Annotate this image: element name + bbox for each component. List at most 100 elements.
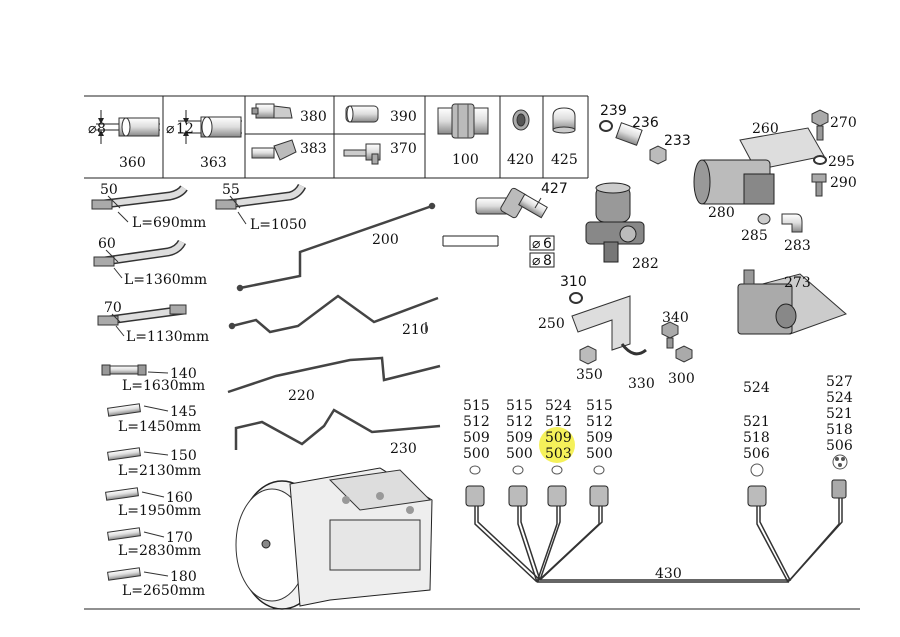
pipe-180[interactable]: 180 L=2650mm bbox=[107, 567, 206, 599]
part-282-label: 282 bbox=[632, 256, 659, 272]
o-ring-icons bbox=[469, 454, 848, 477]
sensor-1-part-3: 509 bbox=[463, 430, 490, 446]
line-210[interactable]: 210 bbox=[228, 294, 439, 338]
sensor-6-part-2: 524 bbox=[826, 390, 853, 406]
line-230-label: 230 bbox=[390, 441, 417, 457]
wiring-harness-430[interactable]: 430 bbox=[474, 498, 843, 583]
hose-50[interactable]: 50 L=690mm bbox=[91, 182, 206, 231]
pipe-140[interactable]: 140 L=1630mm bbox=[101, 364, 205, 394]
sensor-2-part-2: 512 bbox=[506, 414, 533, 430]
sensor-1-part-2: 512 bbox=[463, 414, 490, 430]
hose-70[interactable]: 70 L=1130mm bbox=[97, 300, 209, 345]
option-6-label: ⌀ bbox=[532, 236, 541, 252]
sensor-column-3: 524 512 509 503 bbox=[545, 398, 572, 462]
harness-430-label: 430 bbox=[655, 566, 682, 582]
part-383-label: 383 bbox=[300, 141, 327, 157]
pipe-150-num: 150 bbox=[170, 448, 197, 464]
sensor-2-part-1: 515 bbox=[506, 398, 533, 414]
sensor-6-part-1: 527 bbox=[826, 374, 853, 390]
part-270-label: 270 bbox=[830, 115, 857, 131]
line-200[interactable]: 200 bbox=[236, 202, 436, 292]
sensor-column-1: 515 512 509 500 bbox=[463, 398, 490, 462]
bracket-250[interactable]: 250 bbox=[538, 295, 631, 351]
pipe-145[interactable]: 145 L=1450mm bbox=[107, 403, 202, 435]
nut-350[interactable]: 350 bbox=[576, 345, 603, 383]
pipe-150[interactable]: 150 L=2130mm bbox=[107, 447, 202, 479]
sensor-3-part-2: 512 bbox=[545, 414, 572, 430]
sensor-3-part-1: 524 bbox=[545, 398, 572, 414]
sensor-4-part-4: 500 bbox=[586, 446, 613, 462]
pipe-180-length: L=2650mm bbox=[122, 583, 205, 599]
pipe-170[interactable]: 170 L=2830mm bbox=[107, 527, 202, 559]
sensor-3-part-3: 509 bbox=[545, 430, 572, 446]
part-300-label: 300 bbox=[668, 371, 695, 387]
cylinder-assembly-280[interactable]: 280 bbox=[693, 127, 825, 221]
tube-12mm[interactable]: ⌀ 12 363 bbox=[166, 110, 242, 171]
union-100[interactable]: 100 bbox=[437, 103, 489, 168]
line-230[interactable]: 230 bbox=[234, 408, 441, 457]
bolt-290[interactable]: 290 bbox=[811, 173, 857, 197]
control-unit-273[interactable]: 273 bbox=[737, 269, 847, 335]
parts-grid bbox=[84, 95, 589, 179]
tube-8mm[interactable]: ⌀ 8 360 bbox=[88, 110, 160, 171]
pipe-160-num: 160 bbox=[166, 490, 193, 506]
option-8-value: 8 bbox=[543, 253, 552, 269]
solenoid-valve-282[interactable]: 282 bbox=[585, 182, 659, 272]
line-220[interactable]: 220 bbox=[227, 356, 441, 404]
washer-239[interactable]: 239 bbox=[599, 103, 627, 132]
sensor-5-part-4: 506 bbox=[743, 446, 770, 462]
hose-55[interactable]: 55 L=1050 bbox=[215, 182, 307, 233]
part-236-label: 236 bbox=[632, 115, 659, 131]
fitting-236[interactable]: 236 bbox=[615, 115, 659, 146]
clamp-330[interactable]: 330 bbox=[620, 343, 655, 392]
hose-60[interactable]: 60 L=1360mm bbox=[93, 236, 207, 288]
sensor-3-part-4-highlighted: 503 bbox=[545, 446, 572, 462]
sensor-5-part-3: 518 bbox=[743, 430, 770, 446]
part-285-label: 285 bbox=[741, 228, 768, 244]
part-233-label: 233 bbox=[664, 133, 691, 149]
washer-295[interactable]: 295 bbox=[813, 154, 855, 170]
sensor-2-part-4: 500 bbox=[506, 446, 533, 462]
fitting-370[interactable]: 370 bbox=[343, 141, 417, 165]
part-100-label: 100 bbox=[452, 152, 479, 168]
fitting-383[interactable]: 383 bbox=[251, 139, 327, 161]
washer-310[interactable]: 310 bbox=[560, 274, 587, 304]
part-390-label: 390 bbox=[390, 109, 417, 125]
fitting-390[interactable]: 390 bbox=[345, 105, 417, 125]
pipe-160[interactable]: 160 L=1950mm bbox=[105, 487, 202, 519]
elbow-fitting-427[interactable]: 427 ⌀ 6 ⌀ 8 bbox=[442, 181, 568, 269]
pipe-145-length: L=1450mm bbox=[118, 419, 201, 435]
part-350-label: 350 bbox=[576, 367, 603, 383]
nut-233[interactable]: 233 bbox=[649, 133, 691, 165]
part-330-label: 330 bbox=[628, 376, 655, 392]
part-250-label: 250 bbox=[538, 316, 565, 332]
sensor-6-part-3: 521 bbox=[826, 406, 853, 422]
sensor-4-part-2: 512 bbox=[586, 414, 613, 430]
seal-420[interactable]: 420 bbox=[507, 109, 534, 168]
sensor-6-part-5: 506 bbox=[826, 438, 853, 454]
diameter-12-value: 12 bbox=[176, 121, 194, 137]
diameter-8-label: ⌀ bbox=[88, 121, 96, 137]
part-360-label: 360 bbox=[119, 155, 146, 171]
sensor-5-part-2: 521 bbox=[743, 414, 770, 430]
pipe-180-num: 180 bbox=[170, 569, 197, 585]
bolt-300[interactable]: 300 bbox=[668, 345, 695, 387]
hose-70-length: L=1130mm bbox=[126, 329, 209, 345]
pipe-150-length: L=2130mm bbox=[118, 463, 201, 479]
bolt-340[interactable]: 340 bbox=[661, 310, 689, 349]
sensor-6-part-4: 518 bbox=[826, 422, 853, 438]
bolt-270[interactable]: 270 bbox=[811, 109, 857, 141]
option-6-value: 6 bbox=[543, 236, 552, 252]
part-239-label: 239 bbox=[600, 103, 627, 119]
sensor-connectors[interactable] bbox=[465, 479, 847, 507]
hose-70-num: 70 bbox=[104, 300, 122, 316]
cover-260: 260 bbox=[752, 121, 779, 137]
cap-425[interactable]: 425 bbox=[551, 107, 578, 168]
part-363-label: 363 bbox=[200, 155, 227, 171]
elbow-283[interactable]: 283 bbox=[781, 213, 811, 254]
fitting-380[interactable]: 380 bbox=[251, 103, 327, 125]
sensor-column-5: 524 521 518 506 bbox=[743, 380, 770, 462]
pipe-160-length: L=1950mm bbox=[118, 503, 201, 519]
seal-285[interactable]: 285 bbox=[741, 213, 771, 244]
